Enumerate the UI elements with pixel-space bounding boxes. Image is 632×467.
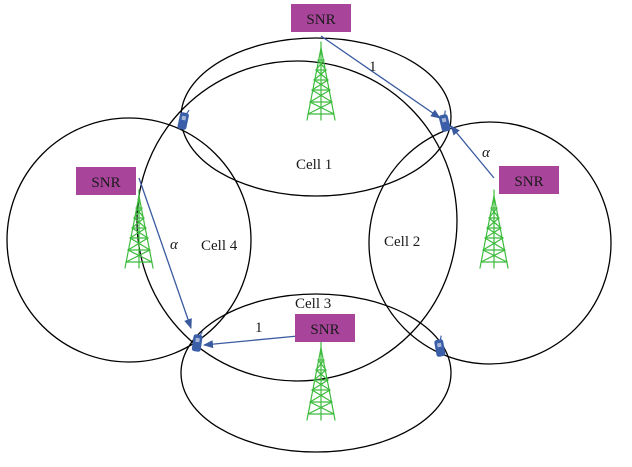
snr-label-left: SNR (91, 175, 120, 191)
link-arrow-top (320, 35, 441, 119)
cell-3-ellipse (180, 293, 452, 453)
cell-tower-icon-right (479, 189, 509, 269)
cell-2-circle (368, 121, 612, 365)
cell-1-label: Cell 1 (296, 157, 332, 173)
link-label-bottom: 1 (255, 320, 263, 336)
snr-box-right: SNR (499, 166, 559, 194)
link-label-left: α (170, 237, 179, 253)
snr-box-left: SNR (76, 167, 136, 195)
snr-label-right: SNR (514, 174, 543, 190)
cell-4-label: Cell 4 (201, 238, 238, 254)
snr-label-bottom: SNR (310, 322, 339, 338)
snr-box-top: SNR (291, 4, 351, 32)
link-label-right: α (482, 145, 491, 161)
mobile-phone-icon-bottom-right (433, 334, 446, 358)
cell-tower-icon-left (124, 189, 154, 269)
snr-label-top: SNR (306, 12, 335, 28)
mobile-phone-icon-top-right (437, 109, 452, 133)
link-arrow-right (450, 125, 495, 179)
snr-box-bottom: SNR (295, 314, 355, 342)
cell-3-label: Cell 3 (295, 296, 331, 312)
link-label-top: 1 (369, 59, 377, 75)
cell-tower-icon-top (306, 41, 336, 121)
link-arrow-bottom (203, 335, 299, 349)
link-arrow-left (138, 177, 192, 329)
cell-2-label: Cell 2 (384, 234, 420, 250)
cell-4-circle (6, 117, 252, 363)
